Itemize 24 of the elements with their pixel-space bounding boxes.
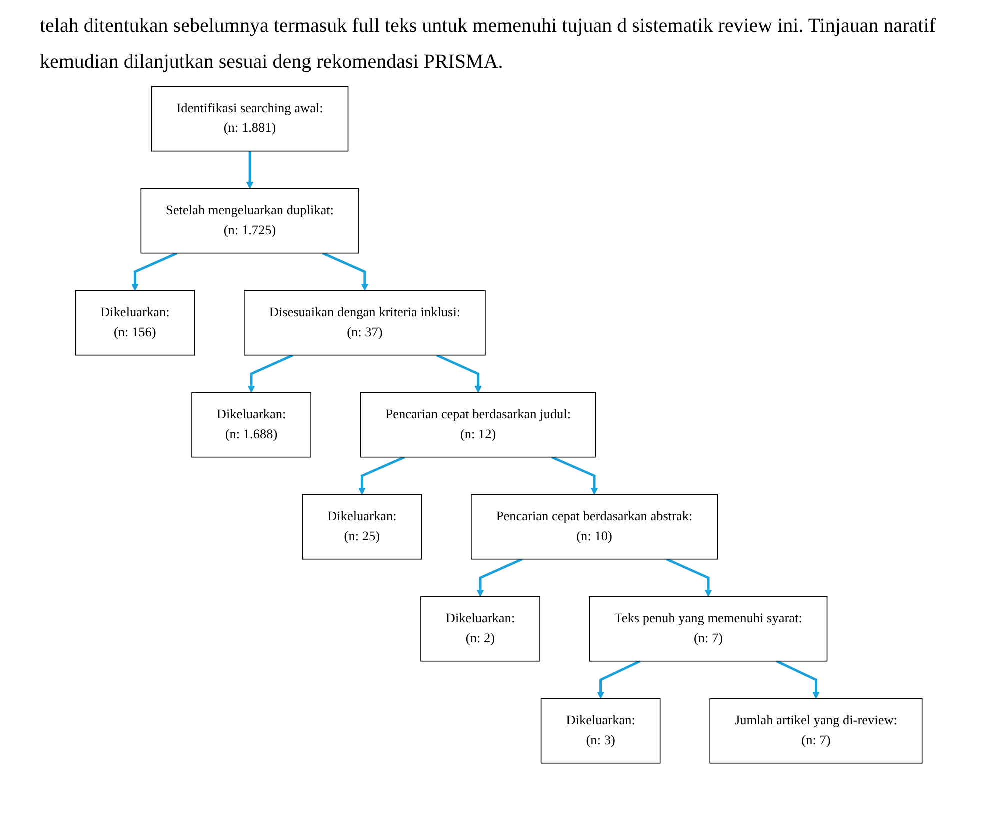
arrow — [476, 558, 523, 597]
node-box: Dikeluarkan: (n: 2) — [420, 596, 540, 662]
arrow — [248, 354, 294, 393]
arrow — [132, 252, 178, 291]
arrow — [246, 151, 254, 189]
arrow — [666, 558, 712, 597]
arrow — [597, 660, 641, 699]
node-box: Dikeluarkan: (n: 3) — [540, 698, 661, 764]
node-box: Identifikasi searching awal: (n: 1.881) — [151, 86, 349, 152]
node-box: Pencarian cepat berdasarkan abstrak: (n: 10) — [471, 494, 718, 560]
arrow — [436, 354, 482, 393]
node-box: Setelah mengeluarkan duplikat: (n: 1.725) — [140, 188, 360, 254]
paragraph-text: telah ditentukan sebelumnya termasuk full teks untuk memenuhi tujuan d sistematik review ini. Tinjauan naratif kemudian dilanjutkan sesuai deng rekomendasi PRISMA. — [40, 14, 937, 75]
node-box: Dikeluarkan: (n: 156) — [75, 290, 196, 356]
node-box: Dikeluarkan: (n: 25) — [302, 494, 422, 560]
node-box: Dikeluarkan: (n: 1.688) — [192, 392, 312, 458]
arrow — [322, 252, 369, 291]
arrow — [552, 456, 598, 495]
node-box: Jumlah artikel yang di-review: (n: 7) — [710, 698, 923, 764]
node-box: Pencarian cepat berdasarkan judul: (n: 12) — [360, 392, 596, 458]
node-box: Disesuaikan dengan kriteria inklusi: (n: 37) — [244, 290, 486, 356]
node-box: Teks penuh yang memenuhi syarat: (n: 7) — [589, 596, 828, 662]
arrow — [358, 456, 406, 495]
arrow — [776, 660, 820, 699]
